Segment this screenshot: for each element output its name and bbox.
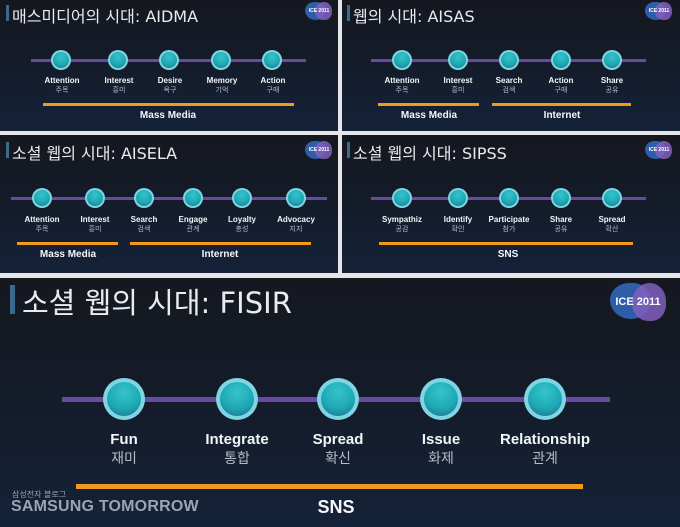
ice-2011-logo: ICE 2011 bbox=[610, 283, 666, 323]
timeline-node bbox=[392, 50, 412, 70]
timeline-node bbox=[232, 188, 252, 208]
group-bar bbox=[379, 242, 633, 245]
ice-2011-logo: ICE 2011 bbox=[305, 141, 333, 161]
slide-title: 소셜 웹의 시대: SIPSS bbox=[353, 144, 507, 163]
group-bar bbox=[130, 242, 311, 245]
timeline-node bbox=[602, 188, 622, 208]
timeline-node bbox=[420, 378, 462, 420]
timeline-node bbox=[524, 378, 566, 420]
timeline-node bbox=[211, 50, 231, 70]
timeline-node bbox=[51, 50, 71, 70]
group-label: Mass Media bbox=[139, 110, 197, 121]
timeline-line bbox=[11, 197, 327, 200]
slide-title: 소셜 웹의 시대: FISIR bbox=[22, 286, 292, 320]
timeline-node bbox=[103, 378, 145, 420]
timeline-node bbox=[85, 188, 105, 208]
group-bar bbox=[378, 103, 479, 106]
title-accent-bar bbox=[10, 285, 15, 314]
ice-2011-logo: ICE 2011 bbox=[645, 141, 673, 161]
group-label: Internet bbox=[201, 249, 239, 260]
ice-2011-logo: ICE 2011 bbox=[305, 2, 333, 22]
slide-title: 소셜 웹의 시대: AISELA bbox=[12, 144, 178, 163]
group-bar bbox=[17, 242, 118, 245]
timeline-node bbox=[448, 50, 468, 70]
timeline-node bbox=[551, 50, 571, 70]
group-label: SNS bbox=[497, 249, 519, 260]
group-bar bbox=[492, 103, 631, 106]
timeline-node bbox=[108, 50, 128, 70]
ice-2011-logo: ICE 2011 bbox=[645, 2, 673, 22]
group-bar bbox=[76, 484, 583, 489]
group-label: Internet bbox=[543, 110, 581, 121]
timeline-node bbox=[134, 188, 154, 208]
timeline-node bbox=[286, 188, 306, 208]
timeline-node bbox=[499, 188, 519, 208]
slide-title: 웹의 시대: AISAS bbox=[353, 7, 475, 26]
title-accent-bar bbox=[6, 5, 9, 21]
timeline-node bbox=[183, 188, 203, 208]
timeline-node bbox=[317, 378, 359, 420]
title-accent-bar bbox=[6, 142, 9, 158]
group-label: Mass Media bbox=[39, 249, 97, 260]
group-label: Mass Media bbox=[400, 110, 458, 121]
title-accent-bar bbox=[347, 5, 350, 21]
timeline-node bbox=[262, 50, 282, 70]
samsung-blog-korean: 삼성전자 블로그 bbox=[12, 490, 67, 499]
timeline-node bbox=[392, 188, 412, 208]
group-label: SNS bbox=[317, 497, 355, 517]
timeline-node bbox=[551, 188, 571, 208]
group-bar bbox=[43, 103, 294, 106]
timeline-node bbox=[159, 50, 179, 70]
slide-title: 매스미디어의 시대: AIDMA bbox=[12, 7, 199, 26]
timeline-node bbox=[448, 188, 468, 208]
timeline-node bbox=[602, 50, 622, 70]
timeline-node bbox=[216, 378, 258, 420]
timeline-node bbox=[499, 50, 519, 70]
timeline-node bbox=[32, 188, 52, 208]
samsung-tomorrow-logo: SAMSUNG TOMORROW bbox=[11, 498, 199, 515]
title-accent-bar bbox=[347, 142, 350, 158]
